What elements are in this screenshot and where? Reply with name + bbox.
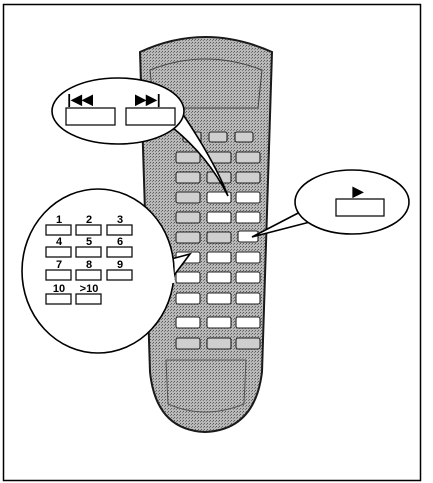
- remote-button[interactable]: [235, 171, 261, 184]
- remote-number-button[interactable]: [206, 292, 232, 305]
- skip-prev-icon: |◀◀: [67, 91, 93, 107]
- number-label-4: 4: [56, 236, 63, 248]
- remote-skip-prev-button[interactable]: [206, 191, 232, 204]
- remote-number-button[interactable]: [206, 271, 232, 284]
- number-label-3: 3: [117, 214, 123, 226]
- skip-next-button[interactable]: [125, 107, 176, 126]
- skip-buttons-callout: |◀◀ ▶▶|: [51, 77, 229, 197]
- number-label-6: 6: [117, 236, 123, 248]
- skip-next-icon: ▶▶|: [134, 91, 160, 107]
- number-key-over-10[interactable]: [75, 293, 102, 305]
- remote-button[interactable]: [206, 211, 232, 224]
- number-keys-callout: 1 2 3 4 5 6 7 8 9 10 >10: [21, 188, 193, 354]
- number-key-1[interactable]: [45, 224, 72, 236]
- remote-top-panel: [149, 58, 263, 109]
- remote-button[interactable]: [206, 231, 232, 244]
- remote-number-button[interactable]: [235, 251, 261, 264]
- number-key-10[interactable]: [45, 293, 72, 305]
- number-label-2: 2: [86, 214, 92, 226]
- remote-button[interactable]: [175, 151, 201, 164]
- remote-button[interactable]: [175, 231, 201, 244]
- remote-number-button[interactable]: [235, 271, 261, 284]
- number-key-6[interactable]: [106, 246, 133, 258]
- remote-number-button[interactable]: [235, 292, 261, 305]
- page-frame: [2, 3, 422, 482]
- remote-button[interactable]: [235, 151, 261, 164]
- number-label-over-10: >10: [80, 283, 99, 295]
- number-label-5: 5: [86, 236, 92, 248]
- remote-button[interactable]: [175, 211, 201, 224]
- remote-number-button[interactable]: [175, 292, 201, 305]
- remote-button[interactable]: [206, 337, 232, 350]
- play-icon: ▶: [352, 183, 365, 199]
- number-key-8[interactable]: [75, 269, 102, 281]
- remote-button[interactable]: [175, 337, 201, 350]
- remote-button[interactable]: [208, 131, 228, 143]
- remote-button[interactable]: [235, 337, 261, 350]
- remote-number-button[interactable]: [206, 251, 232, 264]
- remote-bottom-panel: [165, 359, 247, 413]
- number-label-7: 7: [56, 259, 62, 271]
- number-label-8: 8: [86, 259, 92, 271]
- number-key-4[interactable]: [45, 246, 72, 258]
- remote-play-button[interactable]: [237, 230, 259, 243]
- number-label-10: 10: [53, 283, 65, 295]
- skip-prev-button[interactable]: [65, 107, 116, 126]
- remote-button[interactable]: [175, 171, 201, 184]
- remote-number-button[interactable]: [175, 316, 201, 329]
- skip-callout-bubble: [51, 77, 185, 145]
- remote-button[interactable]: [234, 131, 254, 143]
- number-key-5[interactable]: [75, 246, 102, 258]
- play-button-callout: ▶: [251, 169, 410, 238]
- number-key-2[interactable]: [75, 224, 102, 236]
- remote-number-button[interactable]: [206, 316, 232, 329]
- number-key-9[interactable]: [106, 269, 133, 281]
- remote-skip-next-button[interactable]: [235, 191, 261, 204]
- remote-button[interactable]: [235, 211, 261, 224]
- remote-button[interactable]: [235, 316, 261, 329]
- remote-button[interactable]: [175, 191, 201, 204]
- number-key-3[interactable]: [106, 224, 133, 236]
- play-button[interactable]: [335, 198, 385, 217]
- number-label-9: 9: [117, 259, 123, 271]
- number-key-7[interactable]: [45, 269, 72, 281]
- number-label-1: 1: [56, 214, 62, 226]
- remote-number-button[interactable]: [175, 271, 201, 284]
